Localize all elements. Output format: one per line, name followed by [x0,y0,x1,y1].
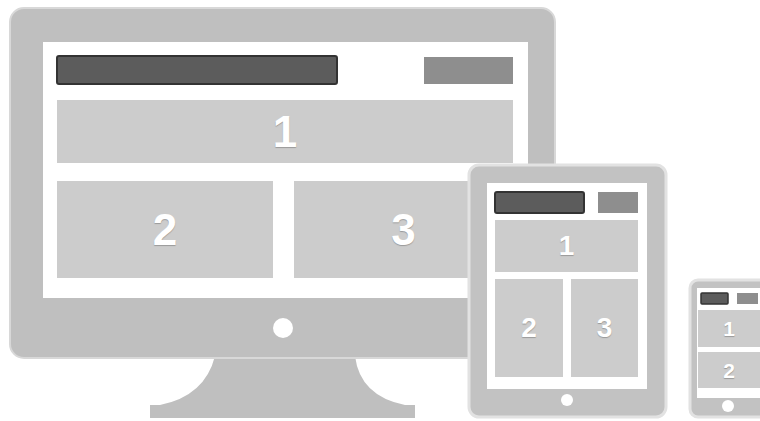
menu-bar [737,293,758,304]
content-block: 2 [698,352,760,388]
block-number: 1 [723,318,735,339]
menu-bar [598,192,638,213]
header-bar [701,293,728,304]
content-block: 1 [495,220,638,272]
block-number: 2 [723,360,735,381]
header-bar [495,192,584,213]
block-number: 1 [273,110,297,154]
block-number: 2 [153,208,177,252]
content-block: 2 [495,279,563,377]
content-block: 2 [57,181,273,278]
phone-body [690,280,760,417]
content-block: 3 [571,279,638,377]
content-block: 1 [57,100,513,163]
phone-screen [697,288,760,398]
block-number: 1 [559,232,575,260]
monitor-screen [43,42,528,298]
monitor-stand [150,356,415,418]
home-button [722,400,734,412]
home-button [561,394,573,406]
tablet-body [469,165,666,417]
block-number: 3 [391,208,415,252]
tablet-screen [487,183,647,389]
power-button [273,318,293,338]
block-number: 2 [521,314,537,342]
menu-bar [424,57,513,84]
block-number: 3 [597,314,613,342]
header-bar [57,56,337,84]
content-block: 1 [698,310,760,347]
